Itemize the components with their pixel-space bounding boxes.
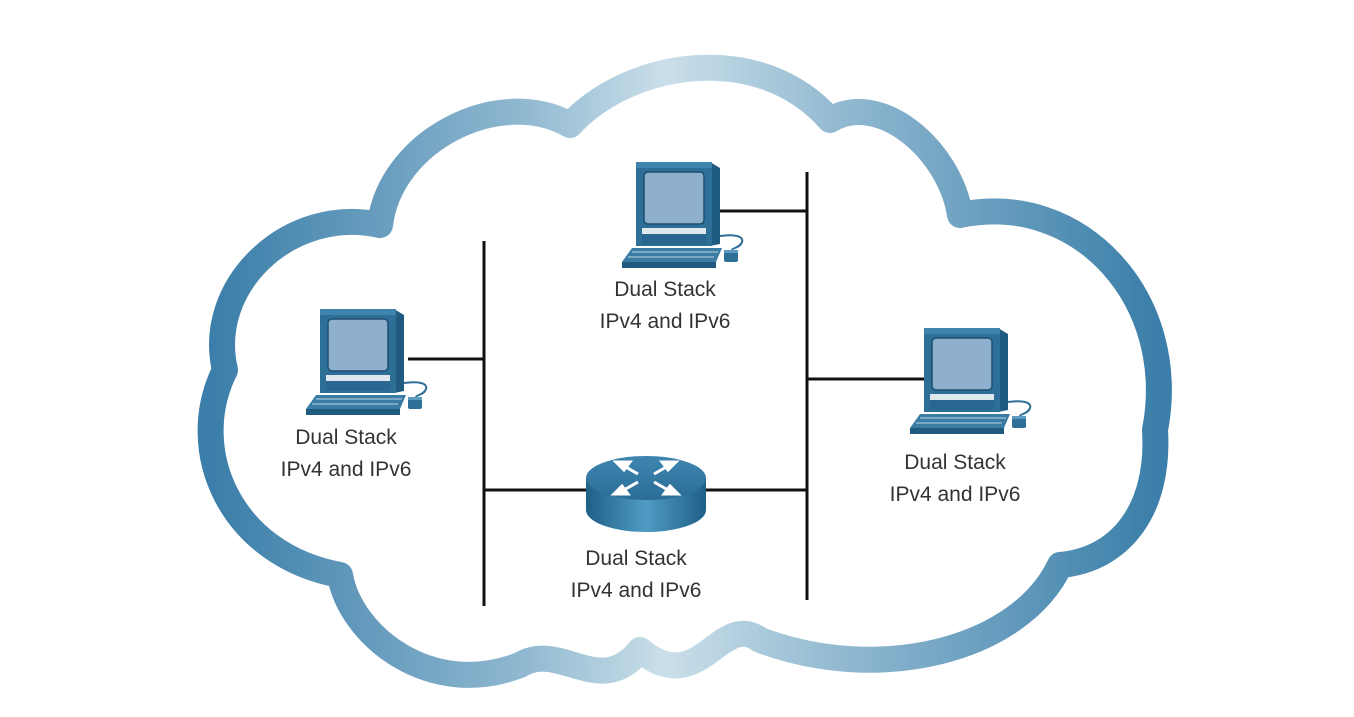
pc-left[interactable]: Dual Stack IPv4 and IPv6: [281, 308, 428, 481]
pc-right[interactable]: Dual Stack IPv4 and IPv6: [890, 327, 1032, 506]
router-label-line1: Dual Stack: [585, 547, 687, 570]
pc-top[interactable]: Dual Stack IPv4 and IPv6: [600, 161, 744, 333]
router-label-line2: IPv4 and IPv6: [571, 579, 702, 602]
network-links: [408, 172, 924, 606]
pc-top-label-line1: Dual Stack: [614, 278, 716, 301]
pc-right-label-line1: Dual Stack: [904, 451, 1006, 474]
router-icon: [586, 456, 706, 532]
router[interactable]: Dual Stack IPv4 and IPv6: [571, 456, 706, 602]
pc-left-label-line2: IPv4 and IPv6: [281, 458, 412, 481]
pc-right-label-line2: IPv4 and IPv6: [890, 483, 1021, 506]
cloud-outline: [197, 54, 1172, 688]
pc-top-label-line2: IPv4 and IPv6: [600, 310, 731, 333]
pc-left-label-line1: Dual Stack: [295, 426, 397, 449]
